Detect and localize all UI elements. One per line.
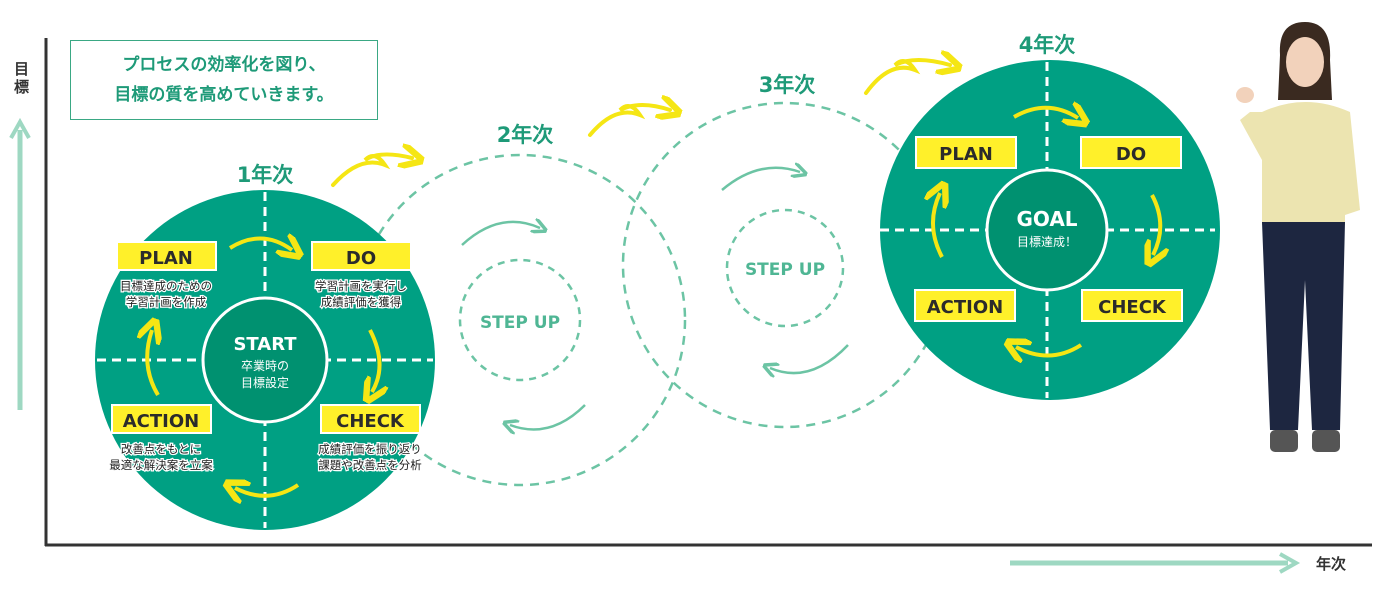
x-axis-label: 年次 — [1316, 555, 1347, 573]
goal-sub: 目標達成！ — [1017, 235, 1077, 249]
start-sub1: 卒業時の — [241, 359, 289, 373]
action-desc: 最適な解決案を立案 — [109, 458, 213, 472]
action-label: ACTION — [123, 411, 199, 432]
check-desc: 課題や改善点を分析 — [318, 458, 422, 472]
plan-desc: 目標達成のための — [120, 279, 212, 293]
x-axis-arrow — [1010, 552, 1301, 574]
plan-desc: 学習計画を作成 — [126, 295, 207, 309]
note-line: プロセスの効率化を図り、 — [122, 55, 326, 75]
check-label: CHECK — [1098, 297, 1167, 318]
check-desc: 成績評価を振り返り — [318, 442, 422, 456]
action-label: ACTION — [927, 297, 1003, 318]
year-label: 2年次 — [497, 123, 554, 147]
start-title: START — [233, 334, 297, 355]
year-label: 3年次 — [759, 73, 816, 97]
plan-label: PLAN — [139, 248, 193, 269]
year-label: 4年次 — [1019, 33, 1076, 57]
cycle-arrows — [461, 168, 849, 430]
note-box: プロセスの効率化を図り、 目標の質を高めていきます。 — [70, 40, 378, 120]
start-sub2: 目標設定 — [241, 375, 289, 390]
year-label: 1年次 — [237, 163, 294, 187]
y-axis-arrow — [9, 117, 31, 410]
plan-label: PLAN — [939, 144, 993, 165]
year4-pdca-circle: GOAL 目標達成！ PLAN DO ACTION CHECK — [880, 60, 1220, 400]
year1-pdca-circle: START 卒業時の 目標設定 PLAN DO ACTION CHECK 目標達… — [95, 190, 435, 530]
do-desc: 成績評価を獲得 — [321, 295, 402, 309]
step-up-label: STEP UP — [480, 313, 560, 333]
goal-title: GOAL — [1016, 207, 1077, 231]
step-up-label: STEP UP — [745, 260, 825, 280]
action-desc: 改善点をもとに — [121, 442, 201, 456]
note-line: 目標の質を高めていきます。 — [114, 85, 334, 105]
check-label: CHECK — [336, 411, 405, 432]
do-label: DO — [1116, 144, 1146, 165]
year3-inner-circle — [725, 208, 845, 328]
student-figure — [1236, 22, 1360, 452]
y-axis-label: 目標 — [14, 60, 30, 96]
year2-inner-circle — [458, 258, 582, 382]
progress-squiggle-arrows — [331, 60, 950, 187]
do-label: DO — [346, 248, 376, 269]
do-desc: 学習計画を実行し — [315, 279, 407, 293]
